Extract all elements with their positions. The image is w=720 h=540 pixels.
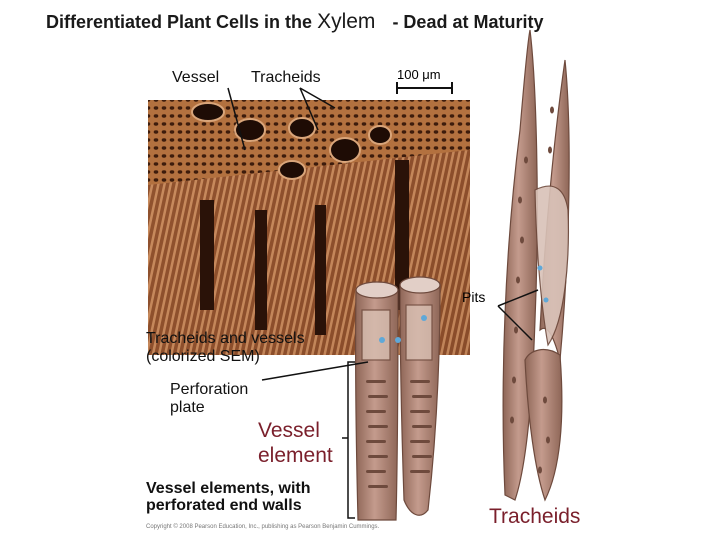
sem-caption-line2: (colorized SEM): [146, 348, 305, 366]
vessel-element-label: Vessel element: [258, 418, 333, 468]
vessel-element-line2: element: [258, 443, 333, 468]
sem-caption-line1: Tracheids and vessels: [146, 330, 305, 348]
sem-caption: Tracheids and vessels (colorized SEM): [146, 330, 305, 366]
vessel-elements-caption: Vessel elements, with perforated end wal…: [146, 480, 311, 514]
vessel-label: Vessel: [172, 69, 219, 87]
scale-bar: [397, 82, 452, 94]
perforation-plate-label: Perforation plate: [170, 381, 248, 417]
vessel-element-bracket: [342, 362, 355, 518]
tracheid-drawings: [503, 30, 569, 500]
tracheids-bottom-label: Tracheids: [489, 504, 580, 529]
vessel-element-line1: Vessel: [258, 418, 333, 443]
vessel-elements-caption-line1: Vessel elements, with: [146, 480, 311, 497]
vessel-element-drawings: [356, 277, 440, 520]
title-part2: - Dead at Maturity: [392, 12, 543, 32]
perforation-line2: plate: [170, 399, 248, 417]
copyright-notice: Copyright © 2008 Pearson Education, Inc.…: [146, 524, 379, 530]
title-part1: Differentiated Plant Cells in the: [46, 12, 312, 32]
page-title: Differentiated Plant Cells in the Xylem …: [46, 10, 543, 34]
pits-label: Pits: [462, 289, 485, 305]
scale-label: 100 μm: [397, 67, 441, 82]
title-xylem: Xylem: [317, 10, 375, 33]
vessel-elements-caption-line2: perforated end walls: [146, 497, 311, 514]
perforation-line1: Perforation: [170, 381, 248, 399]
tracheids-top-label: Tracheids: [251, 69, 321, 87]
